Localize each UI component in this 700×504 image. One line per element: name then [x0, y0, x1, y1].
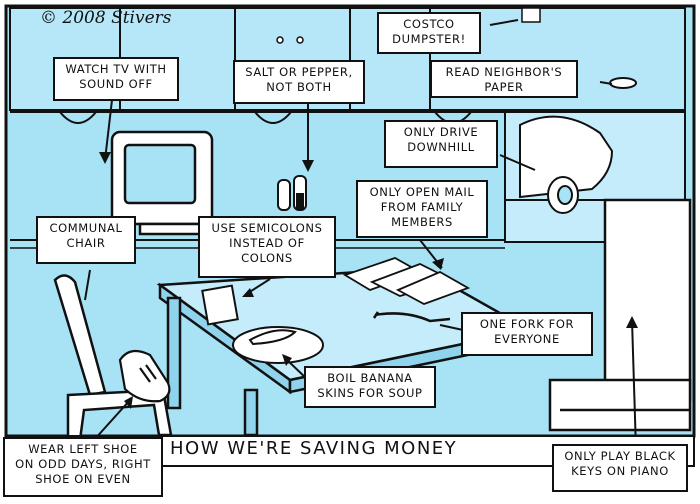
label-piano: ONLY PLAY BLACK KEYS ON PIANO [552, 444, 688, 492]
plate [232, 326, 324, 364]
label-shoe: WEAR LEFT SHOE ON ODD DAYS, RIGHT SHOE O… [3, 437, 163, 497]
salt-pepper-shakers [277, 175, 307, 211]
car [519, 115, 614, 214]
label-semicolons: USE SEMICOLONS INSTEAD OF COLONS [198, 216, 336, 278]
newspaper [609, 77, 637, 89]
caption: HOW WE'RE SAVING MONEY [170, 438, 458, 459]
tv [110, 130, 214, 236]
label-drive: ONLY DRIVE DOWNHILL [384, 120, 498, 168]
dumpster-vent [521, 7, 541, 23]
label-mail: ONLY OPEN MAIL FROM FAMILY MEMBERS [356, 180, 488, 238]
signature: © 2008 Stivers [40, 8, 172, 28]
label-banana: BOIL BANANA SKINS FOR SOUP [304, 366, 436, 408]
mail-pile [342, 257, 471, 305]
label-chair: COMMUNAL CHAIR [36, 216, 136, 264]
label-costco: COSTCO DUMPSTER! [377, 12, 481, 54]
label-tv: WATCH TV WITH SOUND OFF [53, 57, 179, 101]
shoe [118, 349, 171, 403]
arrow-heads [99, 152, 638, 409]
label-newspaper: READ NEIGHBOR'S PAPER [430, 60, 578, 98]
fork [372, 311, 451, 323]
label-fork: ONE FORK FOR EVERYONE [461, 312, 593, 356]
piano [548, 198, 692, 432]
note-paper [201, 284, 239, 326]
label-salt: SALT OR PEPPER, NOT BOTH [233, 60, 365, 104]
